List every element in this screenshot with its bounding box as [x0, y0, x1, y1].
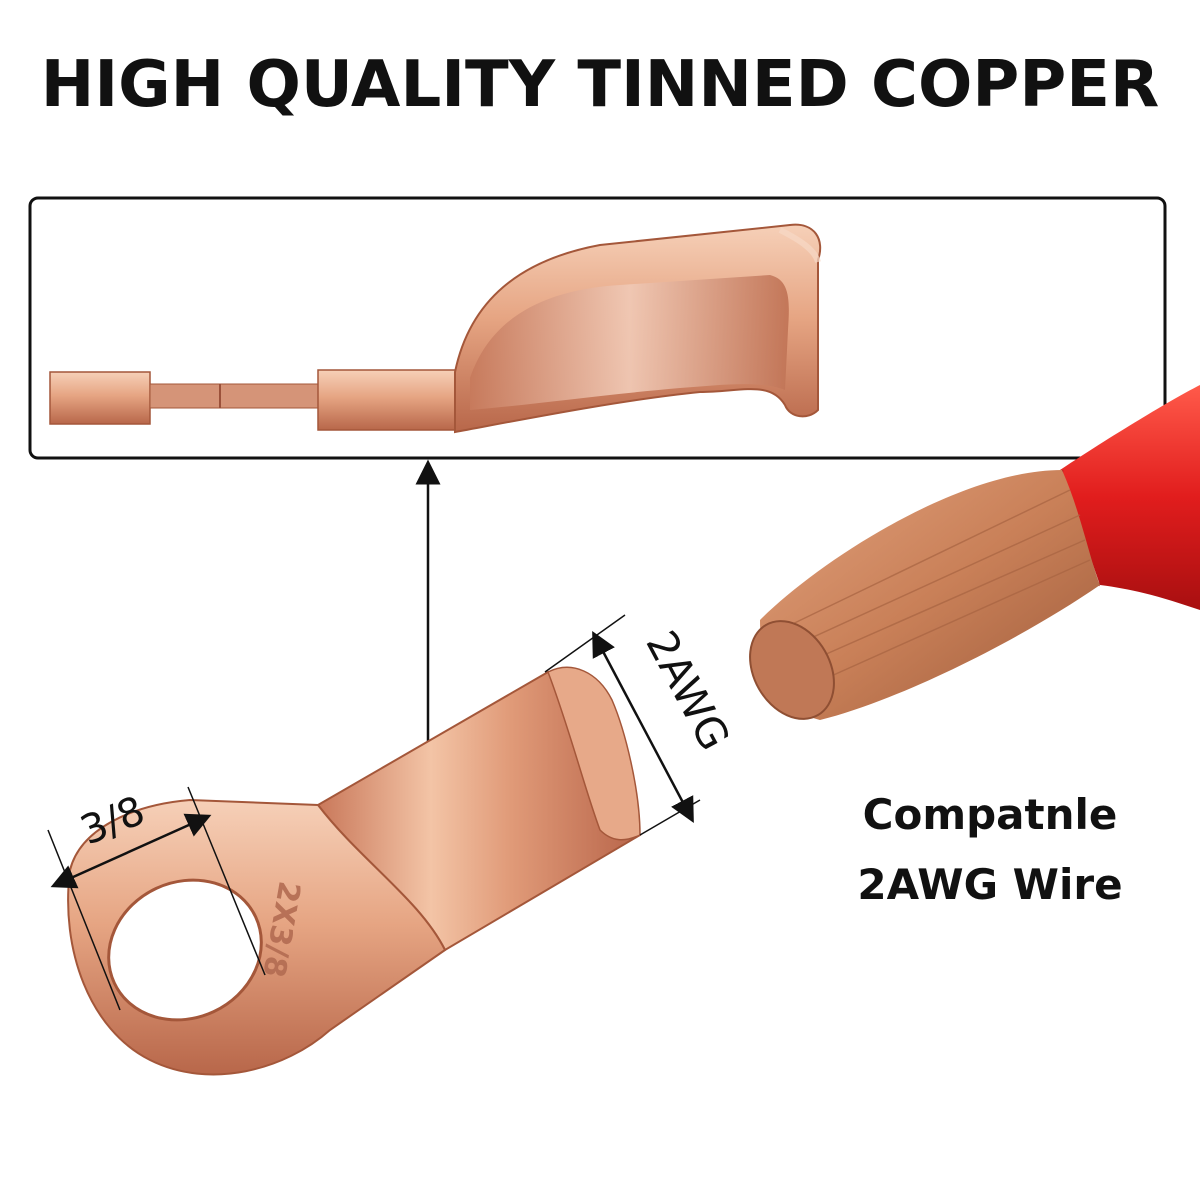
- wire-insulation: [1060, 385, 1200, 610]
- caption-line-2: 2AWG Wire: [857, 860, 1123, 909]
- cross-section-inset: [28, 196, 1167, 460]
- ring-terminal-lug: 2X3/8: [67, 666, 642, 1076]
- wire-gauge-label: 2AWG: [636, 623, 739, 758]
- compatibility-caption: Compatnle 2AWG Wire: [820, 780, 1160, 920]
- lug-cross-section: [49, 223, 822, 434]
- caption-line-1: Compatnle: [862, 790, 1118, 839]
- headline: HIGH QUALITY TINNED COPPER: [40, 48, 1160, 122]
- copper-strands: [760, 470, 1100, 720]
- ring-hole: [107, 878, 263, 1022]
- wire: [749, 385, 1200, 720]
